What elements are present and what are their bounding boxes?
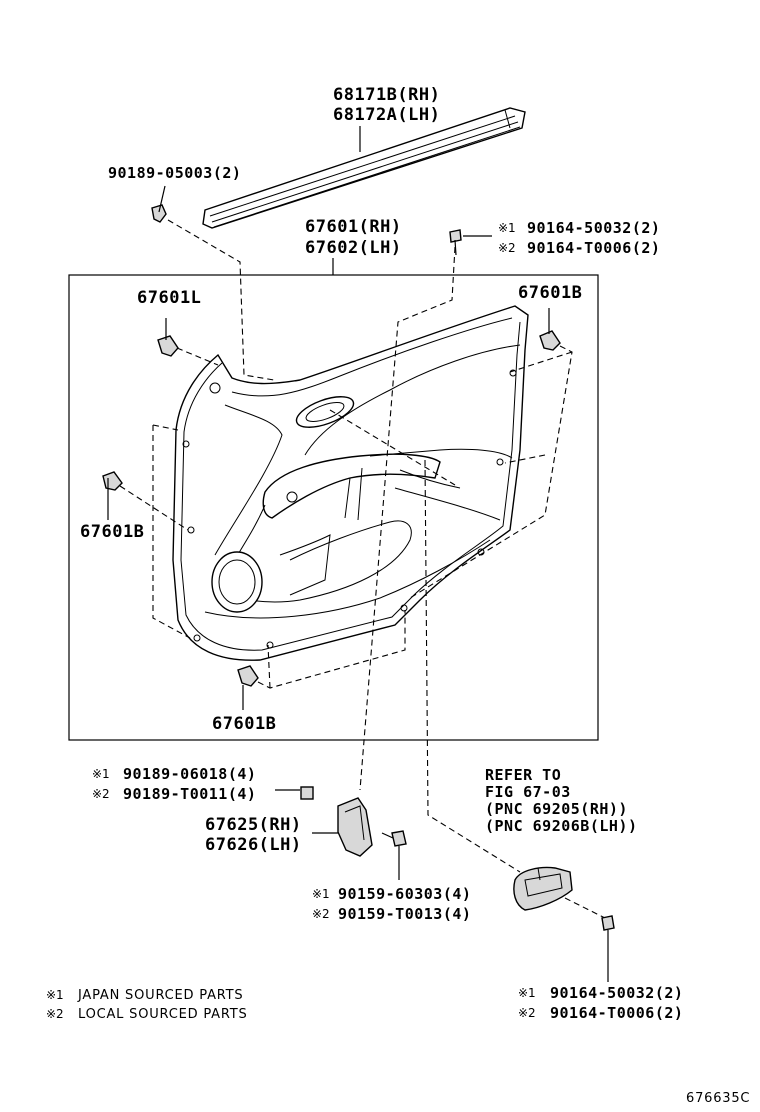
label-screw-top-2: 90164-T0006(2) bbox=[527, 239, 660, 257]
mark-legend-2: ※2 bbox=[46, 1007, 64, 1021]
dashlines-panel bbox=[119, 246, 606, 919]
mark-bolt-2: ※2 bbox=[312, 907, 330, 921]
label-screw-top-1: 90164-50032(2) bbox=[527, 219, 660, 237]
label-nut-1: 90189-06018(4) bbox=[123, 765, 256, 783]
clip-67601B-bottom bbox=[237, 665, 259, 710]
mark-bolt-1: ※1 bbox=[312, 887, 330, 901]
label-bracket-rh: 67625(RH) bbox=[205, 815, 302, 835]
label-weatherstrip-lh: 68172A(LH) bbox=[333, 105, 440, 125]
label-refer-3: (PNC 69205(RH)) bbox=[485, 800, 628, 818]
clip-67601B-left bbox=[102, 471, 123, 520]
label-refer-1: REFER TO bbox=[485, 766, 561, 784]
label-bolt-2: 90159-T0013(4) bbox=[338, 905, 471, 923]
mark-screw-bottom-2: ※2 bbox=[518, 1006, 536, 1020]
label-screw-bottom-2: 90164-T0006(2) bbox=[550, 1004, 683, 1022]
screw-top bbox=[449, 229, 492, 256]
label-refer-2: FIG 67-03 bbox=[485, 783, 571, 801]
mark-screw-bottom-1: ※1 bbox=[518, 986, 536, 1000]
mark-nut-1: ※1 bbox=[92, 767, 110, 781]
mark-legend-1: ※1 bbox=[46, 988, 64, 1002]
bracket bbox=[312, 797, 373, 857]
screw-bottom bbox=[601, 915, 615, 982]
clip-67601B-top bbox=[539, 308, 561, 351]
mark-screw-top-2: ※2 bbox=[498, 241, 516, 255]
label-bolt-1: 90159-60303(4) bbox=[338, 885, 471, 903]
label-clip-67601B-left: 67601B bbox=[80, 522, 144, 542]
weatherstrip bbox=[202, 107, 526, 229]
dashline-clip-top bbox=[167, 219, 275, 381]
label-board-rh: 67601(RH) bbox=[305, 217, 402, 237]
figure-id: 676635C bbox=[686, 1091, 750, 1106]
clip-67601L bbox=[157, 318, 179, 357]
label-nut-2: 90189-T0011(4) bbox=[123, 785, 256, 803]
door-panel bbox=[172, 305, 529, 661]
clip-90189-05003 bbox=[151, 185, 167, 223]
mark-screw-top-1: ※1 bbox=[498, 221, 516, 235]
mark-nut-2: ※2 bbox=[92, 787, 110, 801]
legend-japan-sourced: JAPAN SOURCED PARTS bbox=[77, 988, 243, 1003]
label-clip-90189-05003: 90189-05003(2) bbox=[108, 164, 241, 182]
nut bbox=[275, 786, 314, 800]
label-screw-bottom-1: 90164-50032(2) bbox=[550, 984, 683, 1002]
label-clip-67601B-bottom: 67601B bbox=[212, 714, 276, 734]
label-clip-67601L: 67601L bbox=[137, 288, 201, 308]
bolt bbox=[381, 830, 407, 880]
label-bracket-lh: 67626(LH) bbox=[205, 835, 302, 855]
label-clip-67601B-top: 67601B bbox=[518, 283, 582, 303]
legend-local-sourced: LOCAL SOURCED PARTS bbox=[78, 1007, 248, 1022]
label-refer-4: (PNC 69206B(LH)) bbox=[485, 817, 638, 835]
label-weatherstrip-rh: 68171B(RH) bbox=[333, 85, 440, 105]
inside-handle bbox=[513, 866, 573, 911]
label-board-lh: 67602(LH) bbox=[305, 238, 402, 258]
